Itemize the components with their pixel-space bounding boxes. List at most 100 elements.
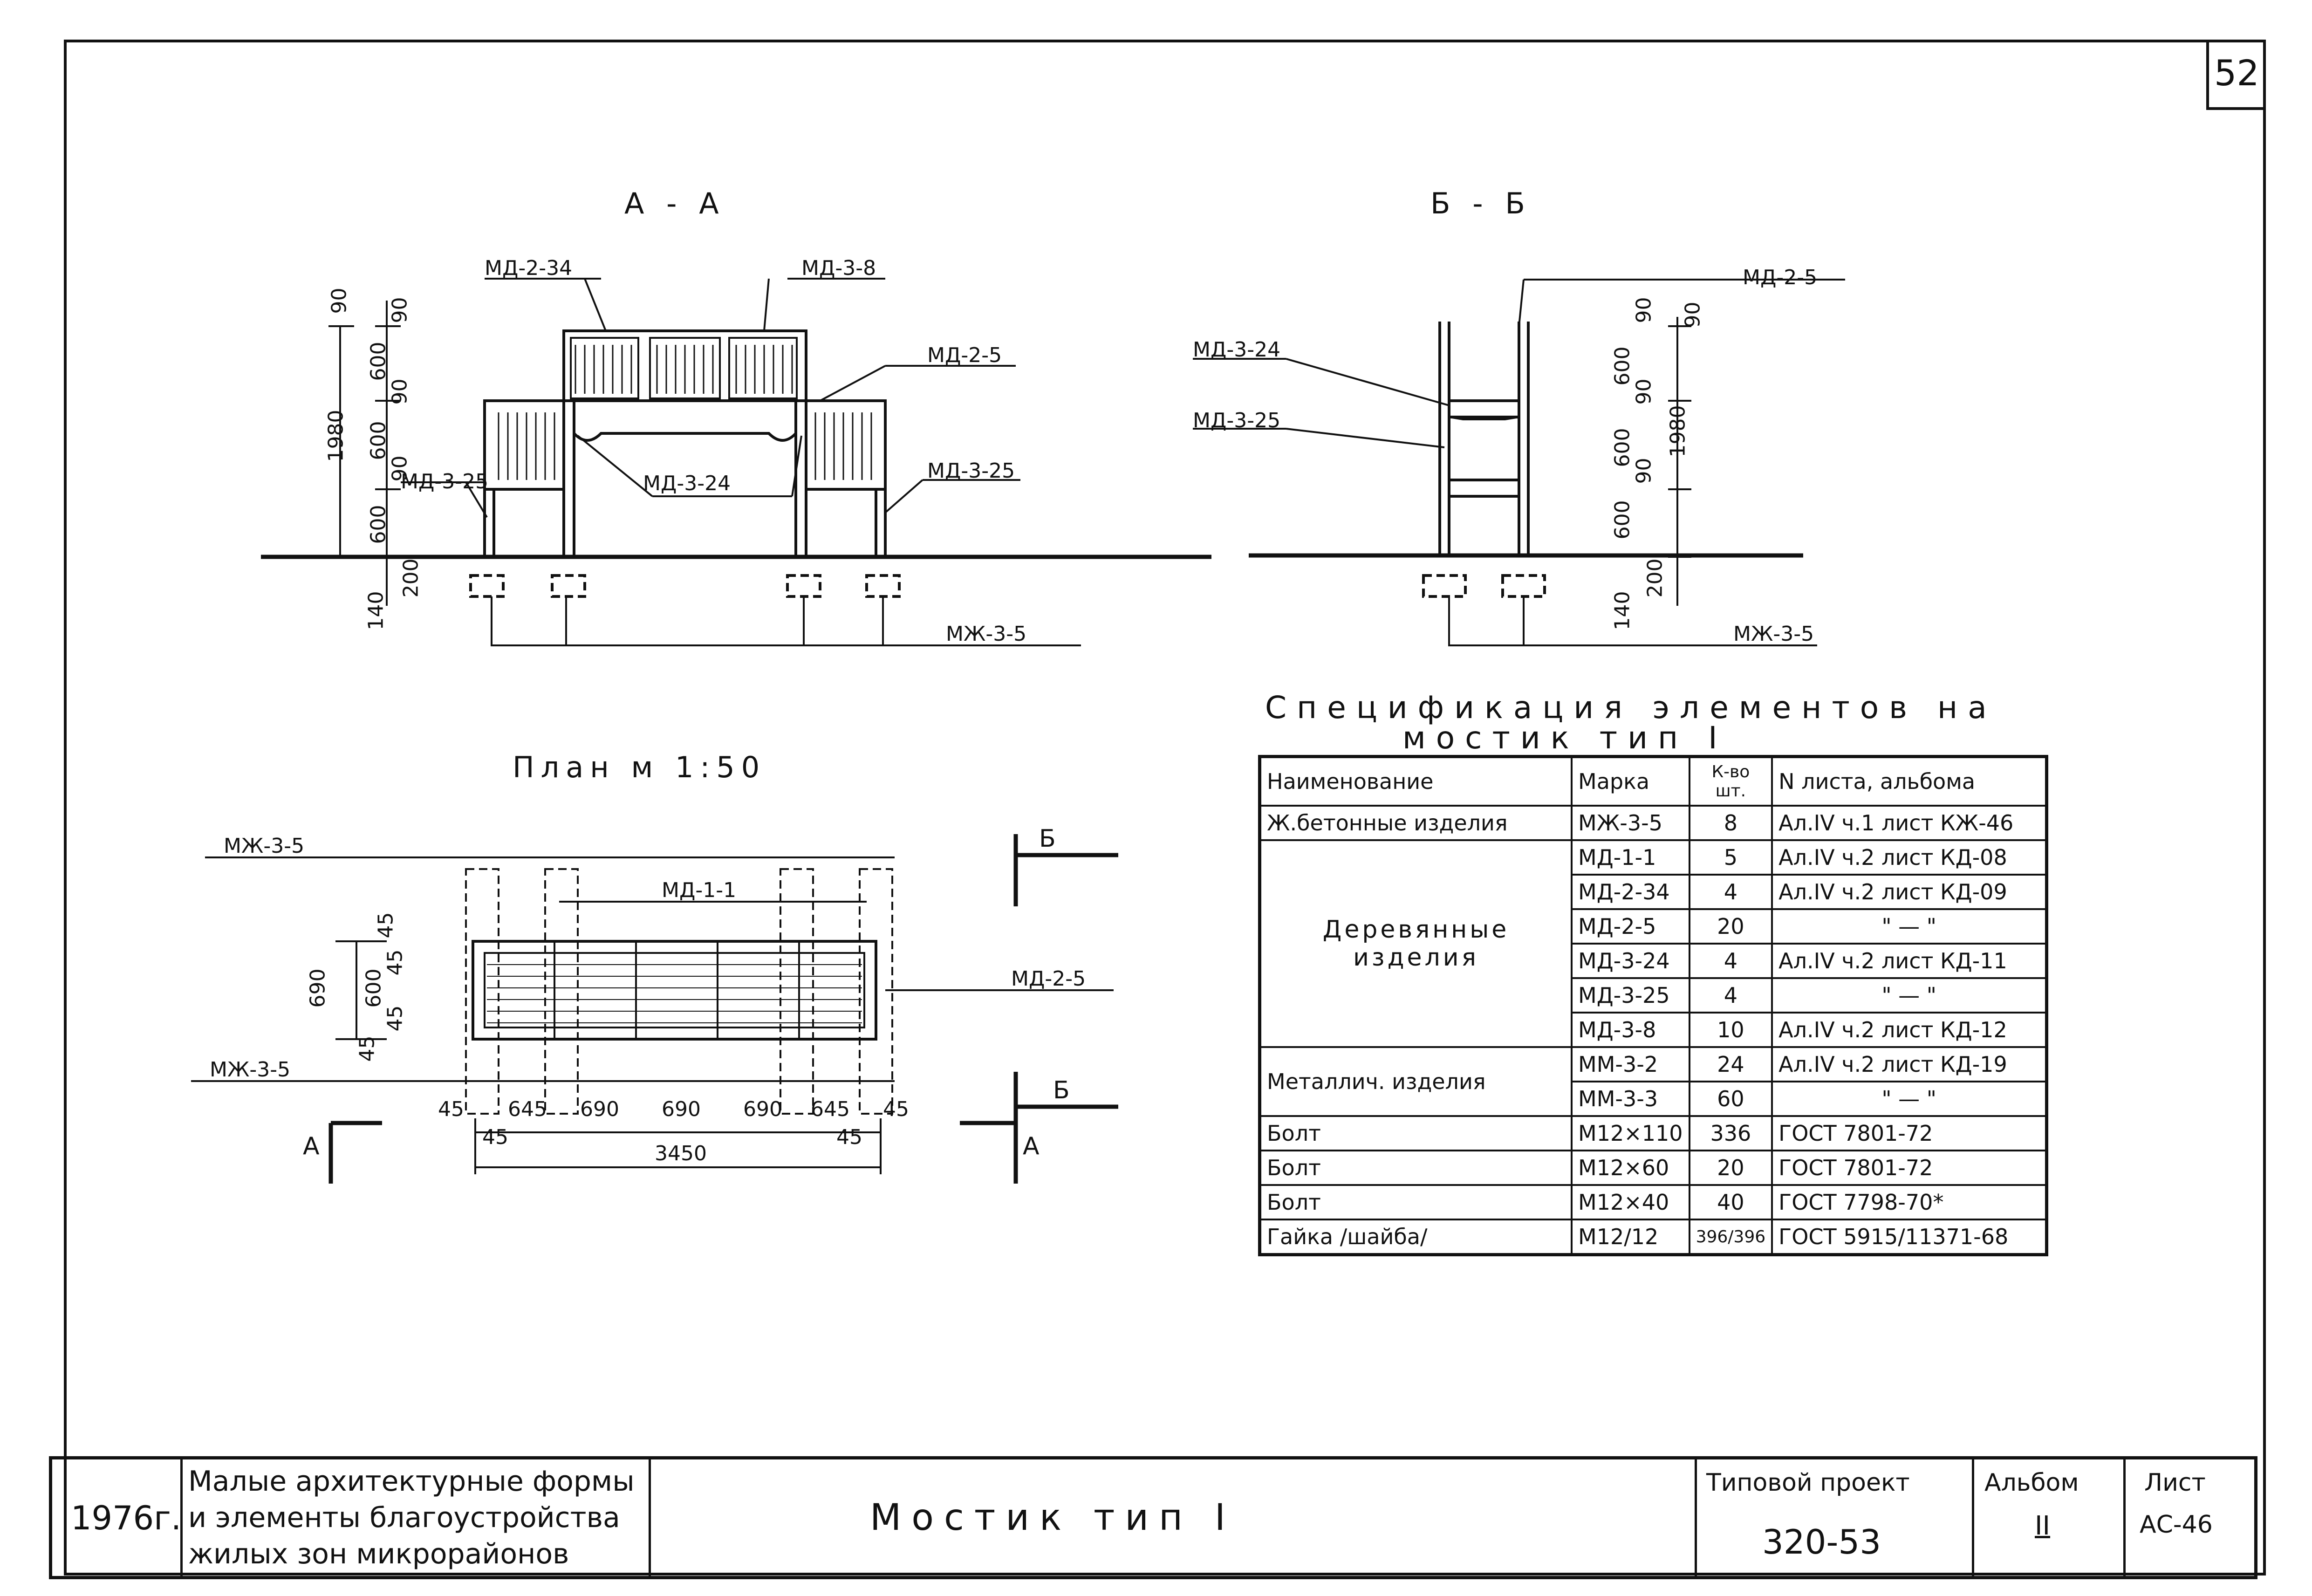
spec-header-qty: К-во шт.: [1688, 755, 1773, 807]
table-row: Болт М12×40 40 ГОСТ 7798-70*: [1259, 1184, 2048, 1220]
spec-qty: 24: [1688, 1046, 1773, 1082]
section-mark-b-top: Б: [1039, 825, 1056, 853]
dim-600-aa-1: 600: [366, 342, 390, 381]
section-mark-a-left: А: [303, 1132, 320, 1160]
label-mzh-3-5-bb: МЖ-3-5: [1733, 622, 1814, 646]
spec-ref: Ал.IV ч.2 лист КД-08: [1771, 839, 2048, 876]
spec-title-line1: Спецификация элементов на: [1265, 690, 1997, 726]
spec-qty: 4: [1688, 943, 1773, 979]
spec-group-name: Болт: [1259, 1184, 1573, 1220]
spec-qty: 10: [1688, 1012, 1773, 1048]
table-row: МД-3-25 4 " — ": [1260, 977, 2048, 1014]
dim-600-aa-2: 600: [366, 421, 390, 460]
spec-ref: Ал.IV ч.2 лист КД-19: [1771, 1046, 2048, 1082]
spec-group-name: Болт: [1259, 1150, 1573, 1186]
spec-mark: МД-1-1: [1571, 839, 1690, 876]
spec-group-name: Ж.бетонные изделия: [1259, 805, 1573, 841]
dim-600-bb-2: 600: [1610, 428, 1635, 467]
spec-group-name: Гайка /шайба/: [1259, 1219, 1573, 1256]
dim-690-plan-1: 690: [580, 1097, 619, 1121]
dim-600-bb-3: 600: [1610, 500, 1635, 540]
sheet-number-box: [2206, 40, 2266, 110]
label-mzh-3-5-plan-bottom: МЖ-3-5: [210, 1058, 291, 1082]
label-md-1-1: МД-1-1: [662, 878, 737, 902]
stamp-project-label: Типовой проект: [1706, 1469, 1910, 1497]
dim-90-bb-3: 90: [1632, 378, 1656, 405]
table-row: Деревянные изделия МД-1-1 5 Ал.IV ч.2 ли…: [1259, 839, 2048, 1048]
spec-mark: М12×40: [1571, 1184, 1690, 1220]
spec-ref: Ал.IV ч.2 лист КД-11: [1771, 943, 2048, 979]
spec-qty: 4: [1688, 977, 1773, 1014]
spec-header-row: Наименование Марка К-во шт. N листа, аль…: [1259, 755, 2048, 807]
table-row: МД-3-24 4 Ал.IV ч.2 лист КД-11: [1260, 943, 2048, 979]
spec-mark: ММ-3-3: [1571, 1081, 1690, 1117]
spec-ref: Ал.IV ч.1 лист КЖ-46: [1771, 805, 2048, 841]
spec-mark: МЖ-3-5: [1571, 805, 1690, 841]
dim-645-plan-1: 645: [508, 1097, 547, 1121]
dim-45-plan-v4: 45: [355, 1035, 379, 1062]
dim-200-bb: 200: [1643, 558, 1667, 598]
dim-200-aa: 200: [399, 558, 423, 598]
spec-group-name: Болт: [1259, 1115, 1573, 1151]
spec-qty: 396/396: [1688, 1219, 1773, 1256]
table-row: МД-2-34 4 Ал.IV ч.2 лист КД-09: [1260, 874, 2048, 910]
spec-header-ref: N листа, альбома: [1771, 755, 2048, 807]
dim-3450-plan: 3450: [655, 1142, 707, 1165]
spec-qty: 5: [1688, 839, 1773, 876]
stamp-subject-line3: жилых зон микрорайонов: [188, 1538, 569, 1570]
table-row: Болт М12×110 336 ГОСТ 7801-72: [1259, 1115, 2048, 1151]
dim-1980-bb: 1980: [1666, 405, 1690, 458]
spec-qty: 336: [1688, 1115, 1773, 1151]
spec-qty: 8: [1688, 805, 1773, 841]
spec-ref: " — ": [1771, 908, 2048, 945]
spec-header-name: Наименование: [1259, 755, 1573, 807]
spec-mark: М12/12: [1571, 1219, 1690, 1256]
label-mzh-3-5-aa: МЖ-3-5: [946, 622, 1027, 646]
dim-90-bb-4: 90: [1632, 458, 1656, 484]
dim-45-plan-3: 45: [482, 1125, 508, 1149]
spec-table: Наименование Марка К-во шт. N листа, аль…: [1258, 755, 2049, 1256]
spec-ref: ГОСТ 7798-70*: [1771, 1184, 2048, 1220]
spec-ref: ГОСТ 7801-72: [1771, 1150, 2048, 1186]
stamp-sheet-cell: Лист АС-46: [2126, 1459, 2254, 1576]
label-md-2-5-plan: МД-2-5: [1011, 967, 1086, 991]
label-md-2-5-aa: МД-2-5: [927, 343, 1002, 367]
spec-ref: Ал.IV ч.2 лист КД-12: [1771, 1012, 2048, 1048]
spec-mark: М12×110: [1571, 1115, 1690, 1151]
stamp-year: 1976г.: [71, 1499, 182, 1537]
spec-mark: М12×60: [1571, 1150, 1690, 1186]
spec-group-name: Металлич. изделия: [1259, 1046, 1573, 1117]
dim-140-bb: 140: [1610, 591, 1635, 630]
view-title-aa: А - А: [624, 186, 725, 220]
label-md-2-5-bb: МД-2-5: [1743, 266, 1818, 289]
dim-600-aa-3: 600: [366, 505, 390, 544]
spec-mark: МД-3-25: [1571, 977, 1690, 1014]
dim-690-plan-v: 690: [306, 968, 330, 1008]
stamp-project-number: 320-53: [1762, 1522, 1881, 1562]
stamp-subject-line2: и элементы благоустройства: [188, 1501, 620, 1534]
spec-qty: 60: [1688, 1081, 1773, 1117]
stamp-subject-cell: Малые архитектурные формы и элементы бла…: [183, 1459, 651, 1576]
spec-mark: ММ-3-2: [1571, 1046, 1690, 1082]
dim-45-plan-2: 45: [883, 1097, 909, 1121]
spec-ref: " — ": [1771, 977, 2048, 1014]
spec-mark: МД-2-5: [1571, 908, 1690, 945]
dim-90-aa-1: 90: [327, 288, 351, 314]
spec-mark: МД-3-8: [1571, 1012, 1690, 1048]
label-mzh-3-5-plan-top: МЖ-3-5: [224, 834, 305, 858]
stamp-album-value: II: [2035, 1511, 2051, 1541]
label-md-2-34: МД-2-34: [485, 256, 573, 280]
table-row: МД-3-8 10 Ал.IV ч.2 лист КД-12: [1260, 1012, 2048, 1048]
dim-90-bb-1: 90: [1632, 297, 1656, 323]
dim-90-aa-2: 90: [388, 297, 412, 323]
spec-ref: Ал.IV ч.2 лист КД-09: [1771, 874, 2048, 910]
spec-qty: 20: [1688, 1150, 1773, 1186]
spec-ref: ГОСТ 5915/11371-68: [1771, 1219, 2048, 1256]
label-md-3-24-bb: МД-3-24: [1193, 338, 1281, 362]
dim-45-plan-v1: 45: [374, 912, 398, 938]
spec-qty: 4: [1688, 874, 1773, 910]
stamp-album-cell: Альбом II: [1974, 1459, 2126, 1576]
dim-600-plan-v: 600: [362, 968, 386, 1008]
